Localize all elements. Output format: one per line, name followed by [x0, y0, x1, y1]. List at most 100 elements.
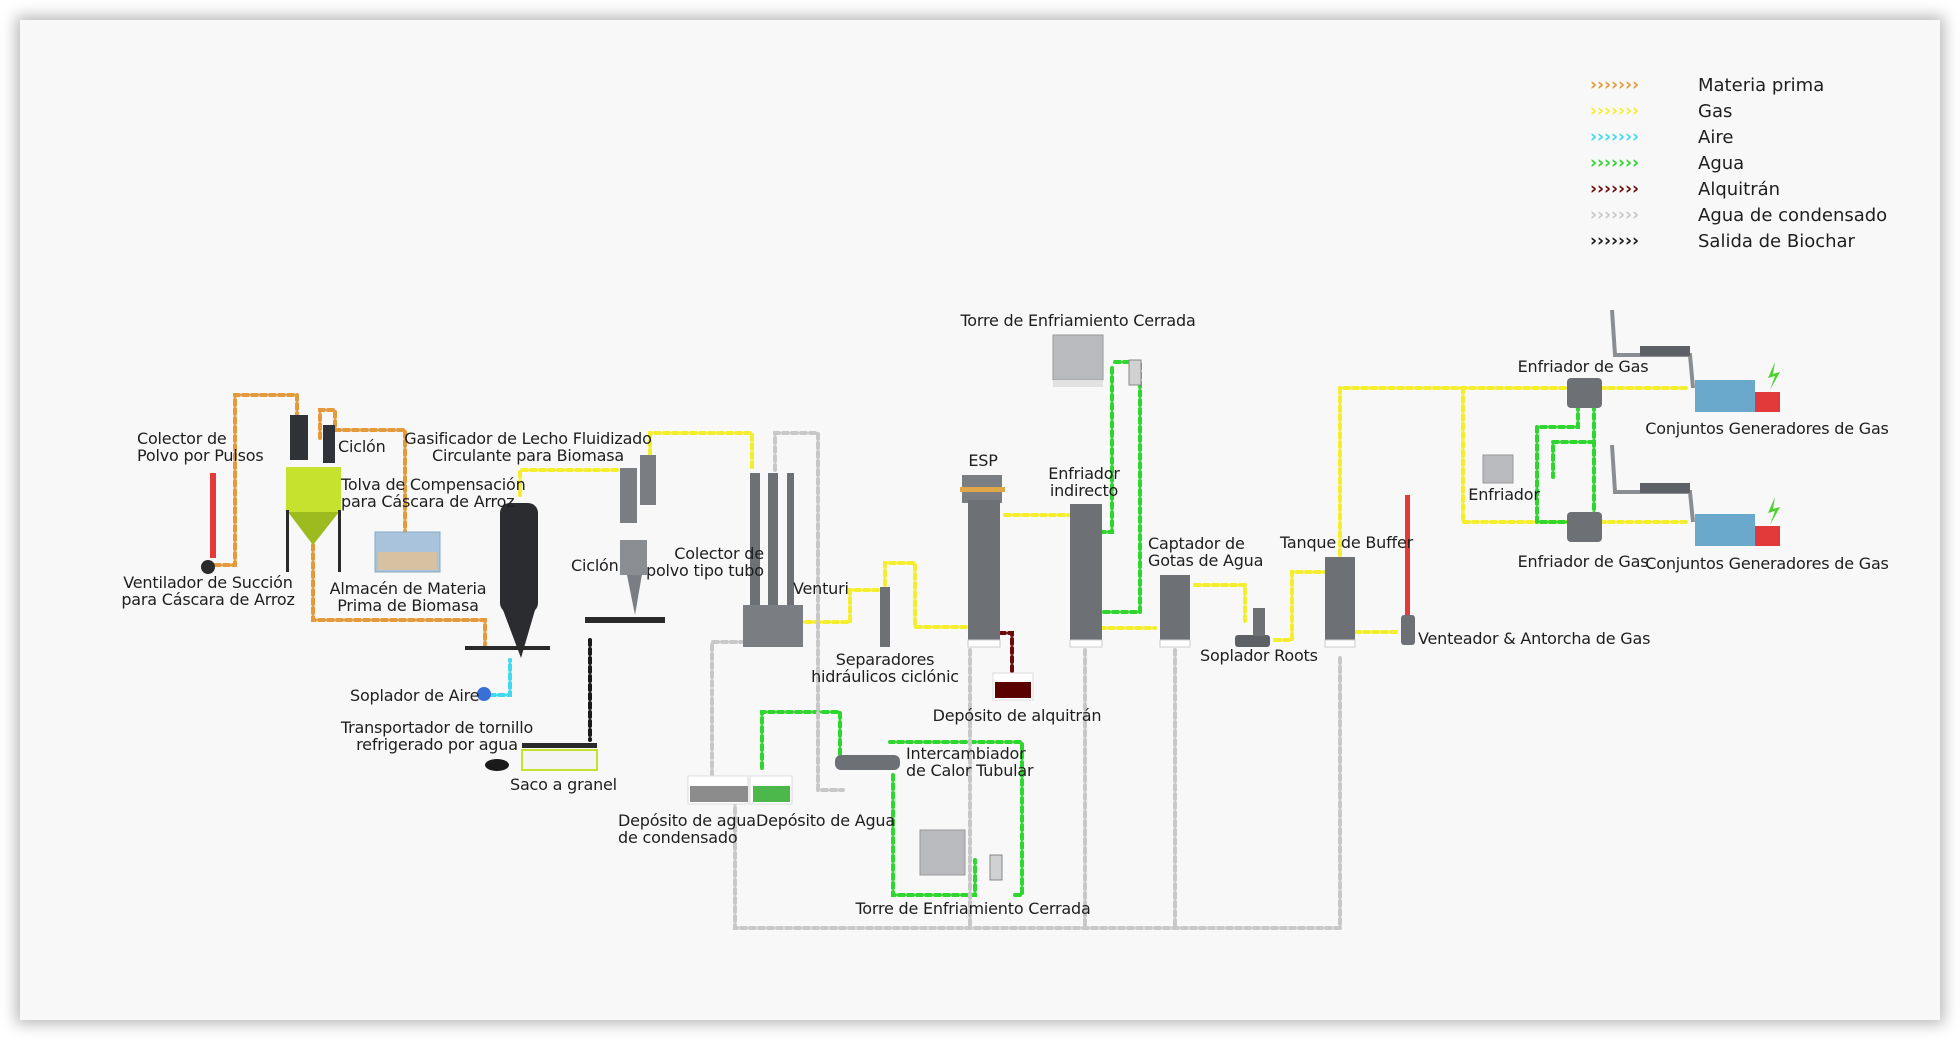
- flare-stack: [1405, 495, 1410, 615]
- cooling-tower-top-pump: [1128, 359, 1142, 386]
- droplet-catcher: [1160, 575, 1190, 640]
- bulk-bag: [521, 749, 598, 771]
- power-bolt-bottom-icon: [1768, 497, 1780, 525]
- flow-water-exchanger-loop: [888, 740, 1024, 897]
- condensate-level: [690, 786, 748, 802]
- legend-arrow-icon: ›››››››: [1590, 75, 1640, 95]
- legend-item: ›››››››Agua de condensado: [1590, 202, 1887, 228]
- legend-item: ››››››› Aire: [1590, 124, 1887, 150]
- esp-rail: [960, 487, 1005, 492]
- flow-gas-cyclone-to-tube-collector: [648, 431, 754, 472]
- gasifier-body: [500, 503, 538, 613]
- legend-label: Agua: [1698, 152, 1745, 174]
- legend-item: ››››››› Materia prima: [1590, 72, 1887, 98]
- legend-arrow-icon: ›››››››: [1590, 231, 1640, 251]
- cyclone-body-1: [620, 468, 637, 523]
- roots-blower-motor: [1253, 608, 1265, 636]
- label-buffer-tank: Tanque de Buffer: [1280, 533, 1413, 552]
- flare-base: [1401, 615, 1415, 645]
- esp-body: [968, 500, 1000, 640]
- cooling-tower-top-base: [1053, 380, 1103, 387]
- chiller: [1482, 454, 1514, 484]
- suction-fan: [201, 560, 215, 574]
- legend-item: ›››››››Alquitrán: [1590, 176, 1887, 202]
- legend: ››››››› Materia prima ››››››› Gas ››››››› Air…: [1590, 72, 1887, 254]
- roots-blower: [1235, 635, 1270, 647]
- compensation-hopper-cone: [288, 512, 339, 545]
- flow-air-blower-to-gasifier: [488, 658, 512, 697]
- label-bulk-bag: Saco a granel: [510, 775, 617, 794]
- label-venturi: Venturi: [793, 579, 849, 598]
- label-chiller: Enfriador: [1468, 485, 1540, 504]
- flow-water-genset-chiller: [1535, 403, 1596, 524]
- flow-water-tower-to-cooler: [1098, 360, 1142, 614]
- cyclone-conveyor: [585, 617, 665, 623]
- label-water-tank: Depósito de Agua: [756, 811, 895, 830]
- droplet-catcher-base: [1159, 639, 1191, 648]
- pulse-collector-pipe: [210, 473, 216, 558]
- label-cyclone: Ciclón: [571, 556, 619, 575]
- legend-arrow-icon: ›››››››: [1590, 153, 1640, 173]
- label-flare: Venteador & Antorcha de Gas: [1418, 629, 1651, 648]
- flow-tar-esp-to-tank: [998, 631, 1014, 682]
- legend-arrow-icon: ›››››››: [1590, 205, 1640, 225]
- legend-label: Gas: [1698, 100, 1733, 122]
- hydraulic-separator: [880, 587, 890, 647]
- genset-top-engine: [1695, 380, 1755, 412]
- legend-label: Aire: [1698, 126, 1734, 148]
- hopper-dust-collector: [290, 415, 308, 460]
- flow-condensate-return: [733, 648, 1342, 930]
- esp-base: [967, 639, 1001, 648]
- label-gas-cooler-top: Enfriador de Gas: [1517, 357, 1649, 376]
- air-blower: [477, 687, 491, 701]
- flow-gas-droplet-to-roots: [1193, 583, 1247, 627]
- label-gas-cooler-bottom: Enfriador de Gas: [1517, 552, 1649, 571]
- legend-arrow-icon: ›››››››: [1590, 179, 1640, 199]
- label-roots-blower: Soplador Roots: [1200, 646, 1318, 665]
- tube-collector-col-2: [768, 473, 778, 613]
- biochar-pile: [485, 759, 509, 771]
- flow-gas-buffer-to-coolers: [1338, 386, 1572, 557]
- legend-label: Materia prima: [1698, 74, 1825, 96]
- genset-bottom-engine: [1695, 514, 1755, 546]
- cyclone-hopper: [620, 540, 647, 575]
- legend-arrow-icon: ›››››››: [1590, 101, 1640, 121]
- muffler-bottom: [1640, 483, 1690, 493]
- flow-gas-gasifier-to-cyclone: [518, 468, 622, 497]
- flow-condensate-tube-collector: [773, 431, 845, 792]
- heat-exchanger: [835, 755, 900, 770]
- power-bolt-top-icon: [1768, 362, 1780, 390]
- cyclone-body-2: [640, 455, 656, 505]
- buffer-tank: [1325, 557, 1355, 640]
- flow-gas-venturi-to-separator: [883, 561, 970, 629]
- label-genset-bottom: Conjuntos Generadores de Gas: [1645, 554, 1889, 573]
- biomass-material: [378, 552, 437, 570]
- indirect-cooler: [1070, 504, 1102, 640]
- tube-collector-base: [743, 605, 803, 647]
- legend-arrow-icon: ›››››››: [1590, 127, 1640, 147]
- flow-water-cooler-to-tower: [1098, 364, 1114, 534]
- tube-collector-col-3: [787, 473, 794, 623]
- label-esp: ESP: [968, 451, 998, 470]
- hopper-cyclone: [323, 425, 335, 463]
- genset-top-alternator: [1755, 392, 1780, 412]
- flow-gas-roots-to-buffer: [1273, 570, 1327, 642]
- flow-materia-hopper-to-gasifier: [311, 543, 487, 647]
- hopper-leg-right: [338, 510, 341, 572]
- tube-collector-col-1: [750, 473, 760, 613]
- screw-conveyor: [522, 743, 597, 748]
- flow-condensate-collector: [710, 640, 747, 777]
- gasifier-stand: [465, 646, 550, 650]
- buffer-tank-base: [1324, 639, 1356, 648]
- indirect-cooler-base: [1069, 639, 1103, 648]
- label-genset-top: Conjuntos Generadores de Gas: [1645, 419, 1889, 438]
